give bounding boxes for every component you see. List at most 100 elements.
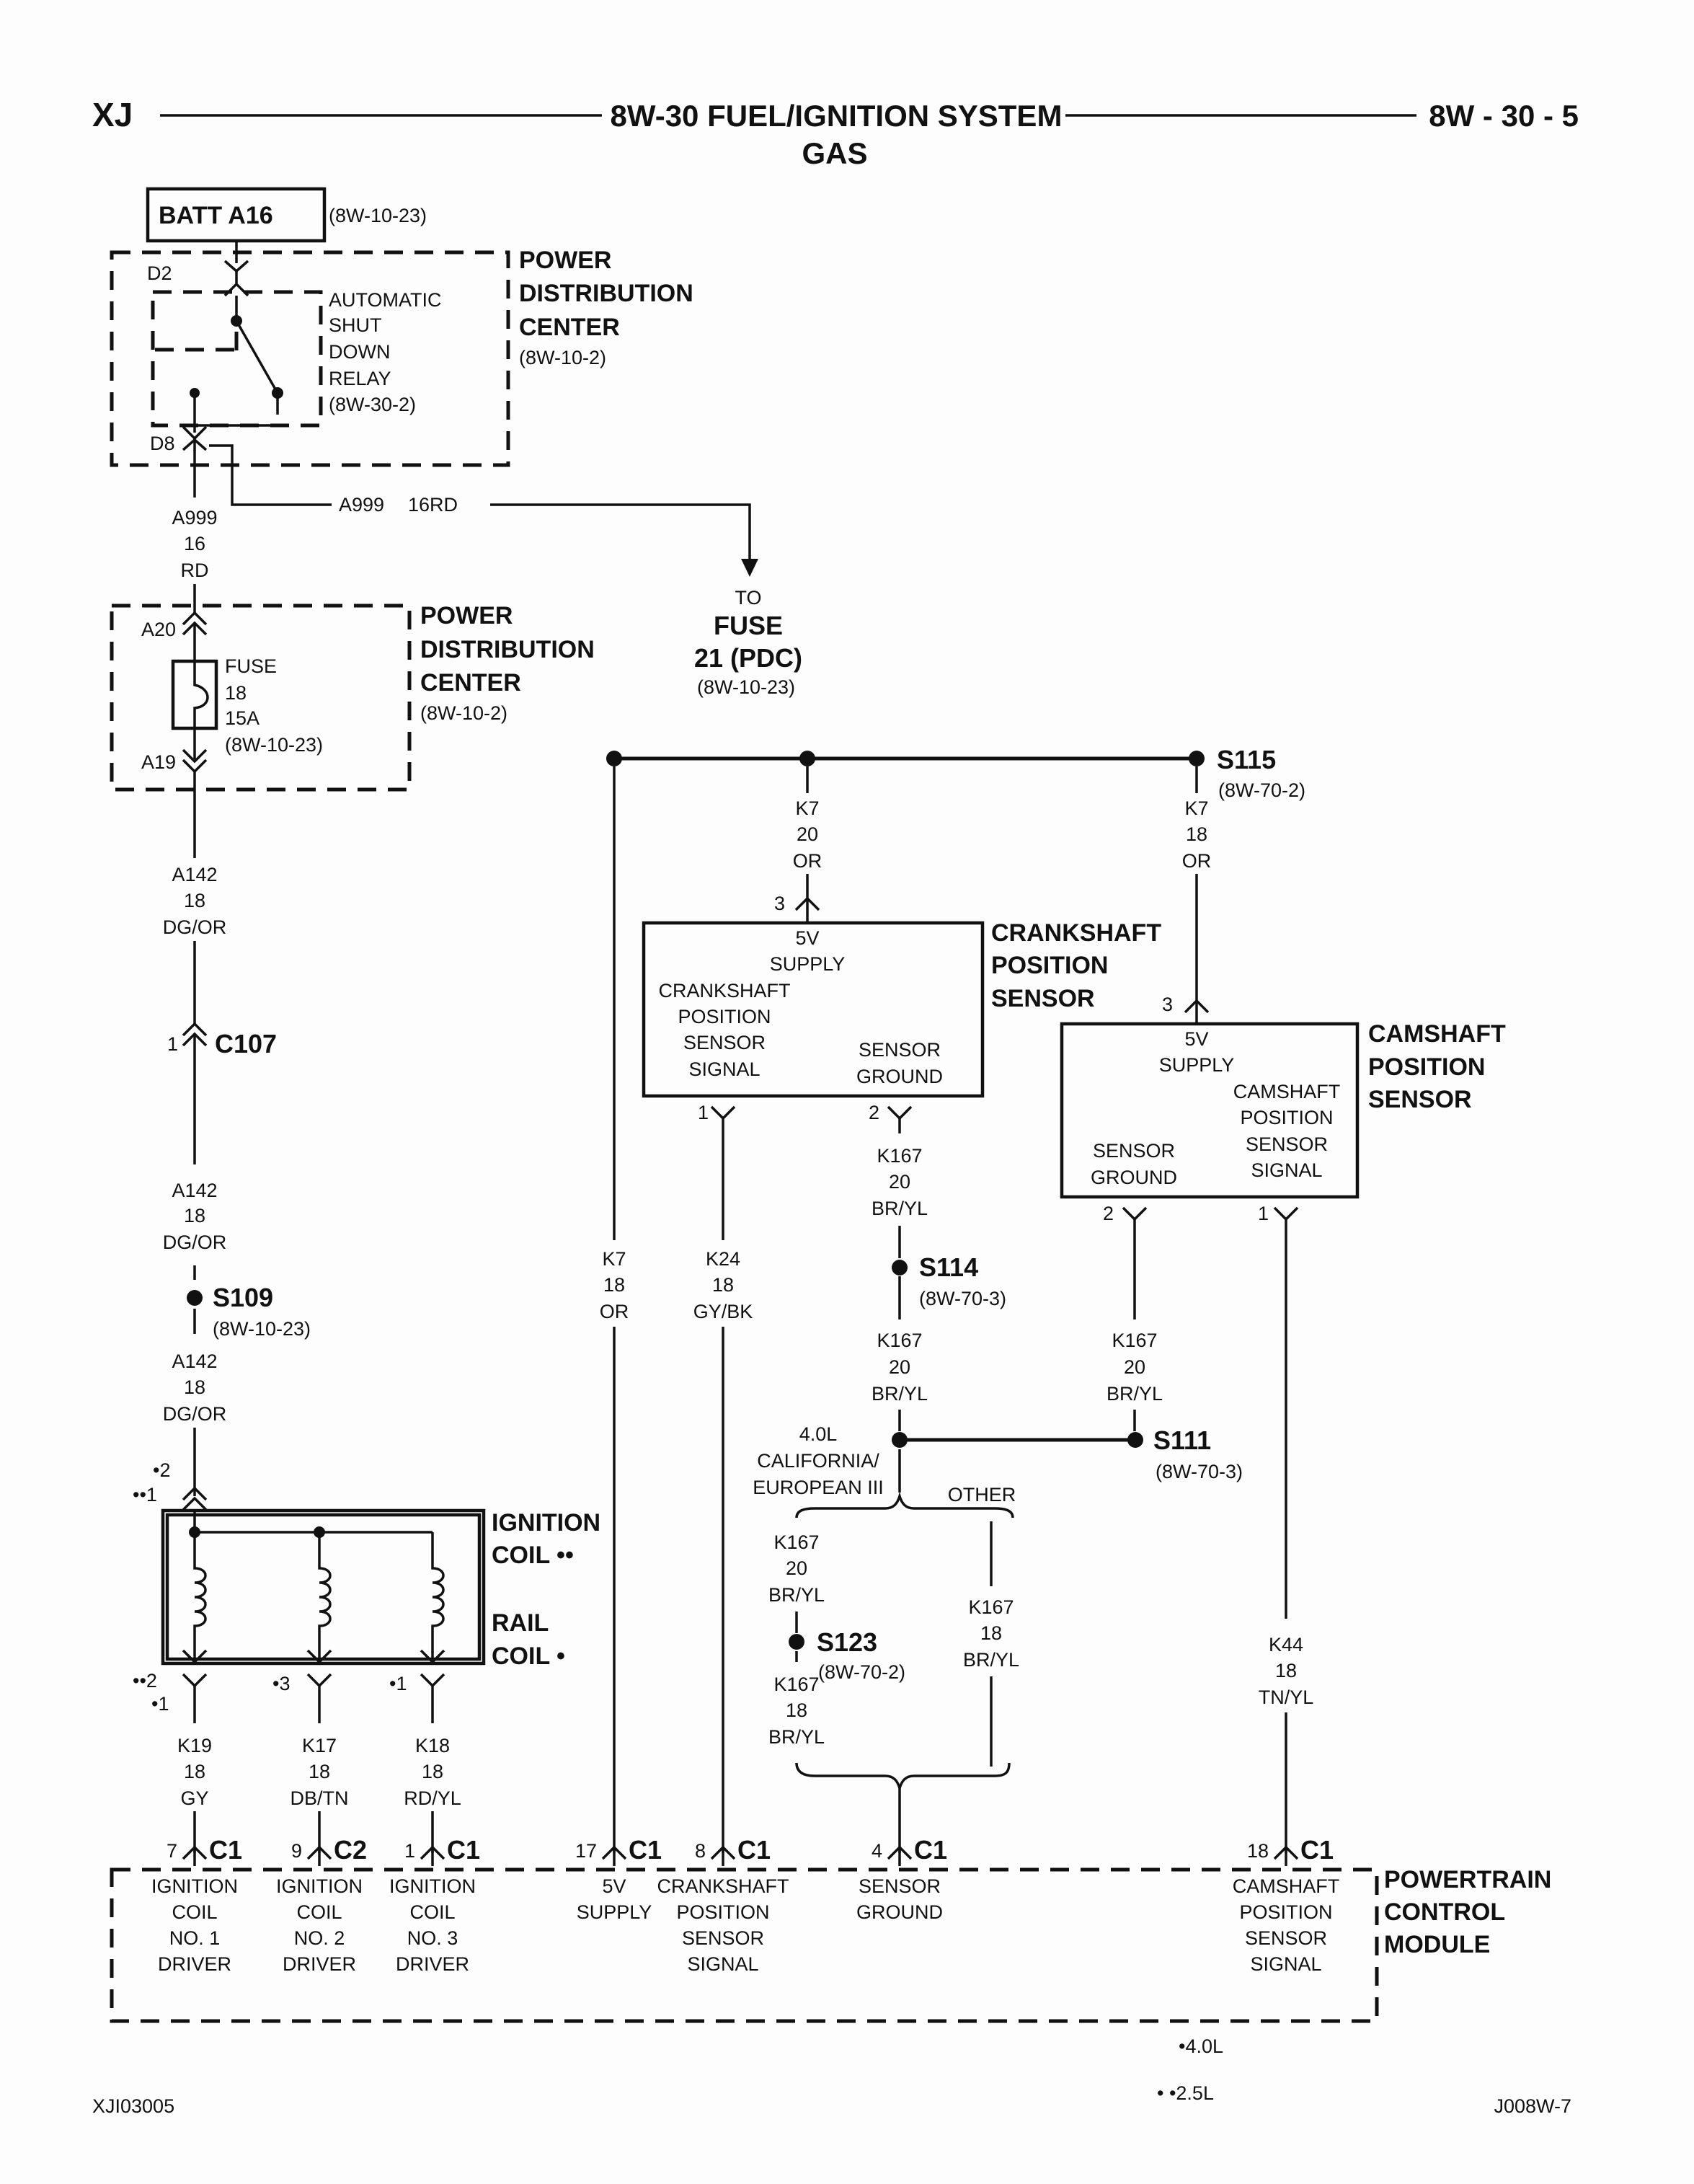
k167-other-gauge: 18 bbox=[980, 1622, 1002, 1644]
pcm-pin-function: SENSOR bbox=[682, 1927, 764, 1949]
pcm-pin-function: COIL bbox=[296, 1901, 342, 1923]
pcm-connector-id: C1 bbox=[447, 1835, 480, 1865]
k7-crank-color: OR bbox=[793, 850, 822, 872]
a142-2-circuit: A142 bbox=[172, 1180, 217, 1201]
s114-ref: (8W-70-3) bbox=[919, 1288, 1006, 1309]
coil-winding-1 bbox=[182, 1532, 208, 1664]
ignition-coil-label-1: IGNITION bbox=[492, 1509, 600, 1537]
a142-1-gauge: 18 bbox=[184, 890, 205, 911]
s123-ref: (8W-70-2) bbox=[818, 1661, 905, 1683]
a142-3-circuit: A142 bbox=[172, 1350, 217, 1372]
pcm-pin-function: SUPPLY bbox=[577, 1901, 652, 1923]
pdc2-ref: (8W-10-2) bbox=[420, 702, 507, 724]
pcm-pin-number: 9 bbox=[291, 1840, 302, 1862]
pcm-pin-function: SENSOR bbox=[1245, 1927, 1327, 1949]
to-fuse-line-4: (8W-10-23) bbox=[697, 676, 795, 698]
crank-pin3-mark bbox=[794, 896, 820, 911]
k18-gauge: 18 bbox=[422, 1761, 443, 1782]
crank-supply-2: SUPPLY bbox=[770, 953, 846, 975]
k17-gauge: 18 bbox=[309, 1761, 330, 1782]
variant-other: OTHER bbox=[948, 1484, 1016, 1506]
k24-circuit: K24 bbox=[706, 1248, 740, 1270]
cam-signal-1: CAMSHAFT bbox=[1233, 1081, 1341, 1102]
k24-gauge: 18 bbox=[712, 1274, 734, 1296]
variant-cal-1: 4.0L bbox=[799, 1423, 838, 1445]
pcm-connector-id: C1 bbox=[1300, 1835, 1334, 1865]
k167c-gauge: 20 bbox=[786, 1557, 807, 1579]
pcm-pin-function: IGNITION bbox=[276, 1875, 363, 1897]
k167b-color: BR/YL bbox=[872, 1383, 928, 1405]
k7-cam-circuit: K7 bbox=[1184, 797, 1208, 819]
fuse-label-2: 18 bbox=[225, 682, 247, 704]
c107-pin: 1 bbox=[167, 1033, 178, 1055]
pcm-pin-function: COIL bbox=[409, 1901, 455, 1923]
to-fuse-arrow bbox=[741, 559, 758, 577]
coil-pin-2a: •3 bbox=[272, 1673, 290, 1694]
ignition-coil-box bbox=[161, 1508, 486, 1666]
cam-pin3-mark bbox=[1184, 999, 1210, 1014]
cam-sensor-box bbox=[1060, 1022, 1360, 1199]
s115-ref: (8W-70-2) bbox=[1218, 779, 1305, 801]
a999-branch-circuit: A999 bbox=[339, 494, 384, 516]
a142-3-color: DG/OR bbox=[163, 1403, 227, 1425]
pcm-pin-function: CRANKSHAFT bbox=[657, 1875, 789, 1897]
crank-title-1: CRANKSHAFT bbox=[991, 919, 1161, 947]
pcm-pin-number: 18 bbox=[1247, 1840, 1269, 1862]
pcm-pin-function: SIGNAL bbox=[687, 1953, 758, 1975]
coil-pin-3a: •1 bbox=[389, 1673, 407, 1694]
s123-label: S123 bbox=[817, 1627, 877, 1657]
k7-cam-gauge: 18 bbox=[1186, 823, 1207, 845]
legend-25l: • •2.5L bbox=[1157, 2082, 1214, 2104]
ignition-coil-label-1b: COIL •• bbox=[492, 1542, 574, 1569]
coil-pin-2-mark bbox=[306, 1673, 332, 1688]
cam-ground-2: GROUND bbox=[1091, 1167, 1177, 1188]
pcm-pin-function: NO. 3 bbox=[407, 1927, 458, 1949]
pcm-pin-function: COIL bbox=[172, 1901, 217, 1923]
k7-cam-color: OR bbox=[1182, 850, 1212, 872]
k18-color: RD/YL bbox=[404, 1787, 461, 1809]
pcm-connector-id: C1 bbox=[209, 1835, 242, 1865]
coil-top-pin-2: •2 bbox=[153, 1459, 170, 1481]
coil-pin-1a: ••2 bbox=[133, 1670, 157, 1692]
pin-a19: A19 bbox=[141, 751, 176, 773]
pcm-pin-number: 4 bbox=[872, 1840, 882, 1862]
fuse-label-3: 15A bbox=[225, 707, 260, 729]
crank-pin2: 2 bbox=[869, 1102, 879, 1123]
k167d-color: BR/YL bbox=[768, 1726, 825, 1748]
pcm-boundary bbox=[110, 1867, 1379, 2023]
coil-pin-1b: •1 bbox=[151, 1693, 169, 1715]
header-page-ref: 8W - 30 - 5 bbox=[1429, 99, 1579, 133]
crank-supply-1: 5V bbox=[795, 927, 819, 949]
k19-color: GY bbox=[180, 1787, 208, 1809]
pin-a20: A20 bbox=[141, 619, 176, 640]
cam-pin1: 1 bbox=[1258, 1203, 1269, 1224]
k44-color: TN/YL bbox=[1259, 1686, 1314, 1708]
crank-ground-2: GROUND bbox=[856, 1066, 943, 1087]
coil-pin-3-mark bbox=[420, 1673, 445, 1688]
coil-top-pin-1: ••1 bbox=[133, 1484, 157, 1506]
k167-cam-gauge: 20 bbox=[1124, 1356, 1145, 1378]
coil-top-connector-mark bbox=[182, 1486, 208, 1501]
s115-splice bbox=[1189, 751, 1205, 766]
a999-branch-wire bbox=[209, 444, 751, 570]
fuse-label-1: FUSE bbox=[225, 655, 277, 677]
crank-sensor-box bbox=[642, 921, 985, 1098]
s111-splice bbox=[1127, 1432, 1143, 1448]
s111-label: S111 bbox=[1153, 1425, 1211, 1455]
pdc2-title-2: DISTRIBUTION bbox=[420, 636, 595, 663]
variant-bottom-brace bbox=[795, 1762, 1011, 1793]
relay-label-4: RELAY bbox=[329, 368, 391, 389]
cam-pin3: 3 bbox=[1162, 994, 1173, 1015]
cam-supply-1: 5V bbox=[1184, 1028, 1208, 1050]
s115-label: S115 bbox=[1217, 745, 1276, 774]
pdc1-title-2: DISTRIBUTION bbox=[519, 280, 693, 307]
a999-branch-gauge: 16RD bbox=[408, 494, 458, 516]
relay-label-2: SHUT bbox=[329, 314, 382, 336]
a999-branch-label-bg bbox=[332, 490, 490, 516]
s111-ref: (8W-70-3) bbox=[1156, 1461, 1243, 1482]
pcm-pin-function: IGNITION bbox=[151, 1875, 238, 1897]
crank-signal-2: POSITION bbox=[678, 1006, 771, 1027]
